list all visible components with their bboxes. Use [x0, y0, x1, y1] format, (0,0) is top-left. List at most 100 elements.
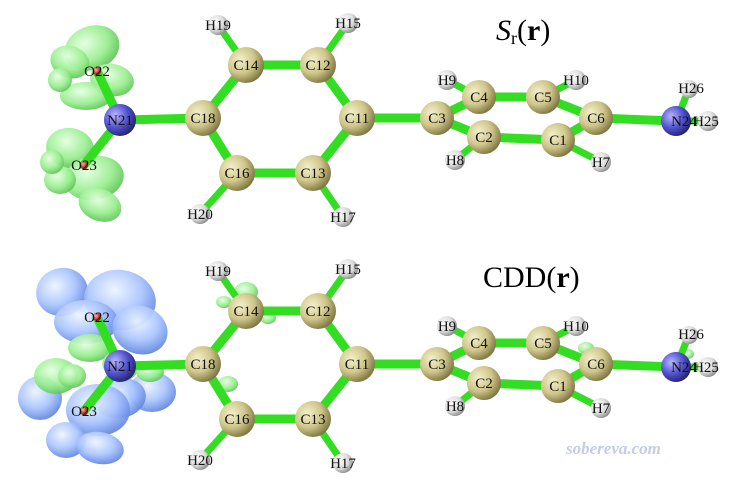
atom-C16 [219, 401, 255, 437]
atom-label-C2: C2 [475, 376, 493, 392]
atom-H8 [445, 150, 465, 170]
atom-label-H7: H7 [592, 401, 611, 417]
atom-H17 [333, 207, 353, 227]
atom-label-H17: H17 [330, 456, 356, 472]
atom-label-C18: C18 [190, 357, 215, 373]
isosurface-lobe [68, 334, 112, 362]
atom-C6 [579, 347, 613, 381]
atom-label-C4: C4 [470, 90, 488, 106]
title-bold-r: r [527, 14, 540, 47]
atom-C5 [526, 326, 560, 360]
atom-label-H17: H17 [330, 210, 356, 226]
panel-title: Sr(r) [496, 14, 550, 48]
atom-C12 [300, 293, 336, 329]
atom-C12 [300, 47, 336, 83]
atom-label-C6: C6 [587, 111, 605, 127]
atom-label-H26: H26 [678, 327, 704, 343]
atom-label-O22: O22 [84, 310, 110, 326]
atom-label-N21: N21 [107, 113, 133, 129]
atom-C16 [219, 155, 255, 191]
atom-label-H26: H26 [678, 81, 704, 97]
atom-H20 [190, 450, 210, 470]
atom-label-N24: N24 [671, 114, 697, 130]
atom-label-C3: C3 [428, 111, 446, 127]
atom-C18 [185, 100, 221, 136]
atom-label-N21: N21 [107, 359, 133, 375]
atom-label-C13: C13 [300, 412, 325, 428]
title-main: S [496, 14, 511, 47]
atom-label-C11: C11 [345, 357, 369, 373]
atom-H10 [566, 316, 586, 336]
atom-label-H15: H15 [335, 16, 361, 32]
isosurface-lobe [46, 422, 86, 458]
atom-label-H15: H15 [335, 262, 361, 278]
atom-C4 [462, 80, 496, 114]
atom-label-H25: H25 [693, 360, 719, 376]
atom-label-N24: N24 [671, 360, 697, 376]
atom-label-C16: C16 [224, 412, 250, 428]
atom-label-C5: C5 [534, 336, 552, 352]
atom-H7 [591, 398, 611, 418]
atom-label-C5: C5 [534, 90, 552, 106]
atom-label-O23: O23 [71, 158, 97, 174]
atom-N24 [661, 352, 691, 382]
atom-label-C3: C3 [428, 357, 446, 373]
title-paren-open: ( [517, 14, 527, 47]
atom-label-C16: C16 [224, 166, 250, 182]
atom-label-C11: C11 [345, 111, 369, 127]
atom-label-O22: O22 [84, 64, 110, 80]
atom-N21 [104, 104, 136, 136]
isosurface-lobe [66, 384, 130, 436]
atom-label-H8: H8 [446, 153, 464, 169]
isosurface-lobe [40, 150, 64, 174]
atom-O23 [80, 161, 88, 169]
atom-label-C18: C18 [190, 111, 215, 127]
atom-C3 [420, 347, 454, 381]
atom-label-H10: H10 [563, 73, 589, 89]
atom-C5 [526, 80, 560, 114]
atom-label-C14: C14 [233, 304, 259, 320]
atom-C6 [579, 101, 613, 135]
atom-label-C6: C6 [587, 357, 605, 373]
atom-H26 [680, 326, 698, 344]
panel-title: CDD(r) [483, 261, 580, 294]
atom-label-C12: C12 [305, 58, 330, 74]
atom-H25 [698, 111, 718, 131]
atom-label-H25: H25 [693, 114, 719, 130]
isosurface-lobe [48, 68, 72, 92]
atom-N24 [661, 106, 691, 136]
atom-label-C12: C12 [305, 304, 330, 320]
atom-label-C1: C1 [549, 379, 567, 395]
atom-H15 [338, 13, 358, 33]
title-paren-close: ) [540, 14, 550, 47]
atom-C1 [541, 369, 575, 403]
atom-H19 [208, 15, 228, 35]
atom-C18 [185, 346, 221, 382]
atom-H19 [208, 261, 228, 281]
atom-label-H19: H19 [205, 18, 231, 34]
atom-H7 [591, 152, 611, 172]
atom-C13 [295, 401, 331, 437]
atom-label-H20: H20 [187, 453, 213, 469]
atom-C4 [462, 326, 496, 360]
atom-C11 [339, 346, 375, 382]
atom-H25 [698, 357, 718, 377]
title-paren-open: ( [546, 261, 556, 294]
atom-label-H19: H19 [205, 264, 231, 280]
isosurface-lobe [64, 155, 124, 201]
atom-label-H20: H20 [187, 207, 213, 223]
atom-label-H8: H8 [446, 399, 464, 415]
isosurface-lobe [58, 364, 86, 388]
atom-H26 [680, 80, 698, 98]
atom-C14 [228, 293, 264, 329]
atom-C13 [295, 155, 331, 191]
atom-label-C2: C2 [475, 130, 493, 146]
atom-C2 [467, 120, 501, 154]
atom-H10 [566, 70, 586, 90]
isosurface-lobe [112, 305, 168, 355]
